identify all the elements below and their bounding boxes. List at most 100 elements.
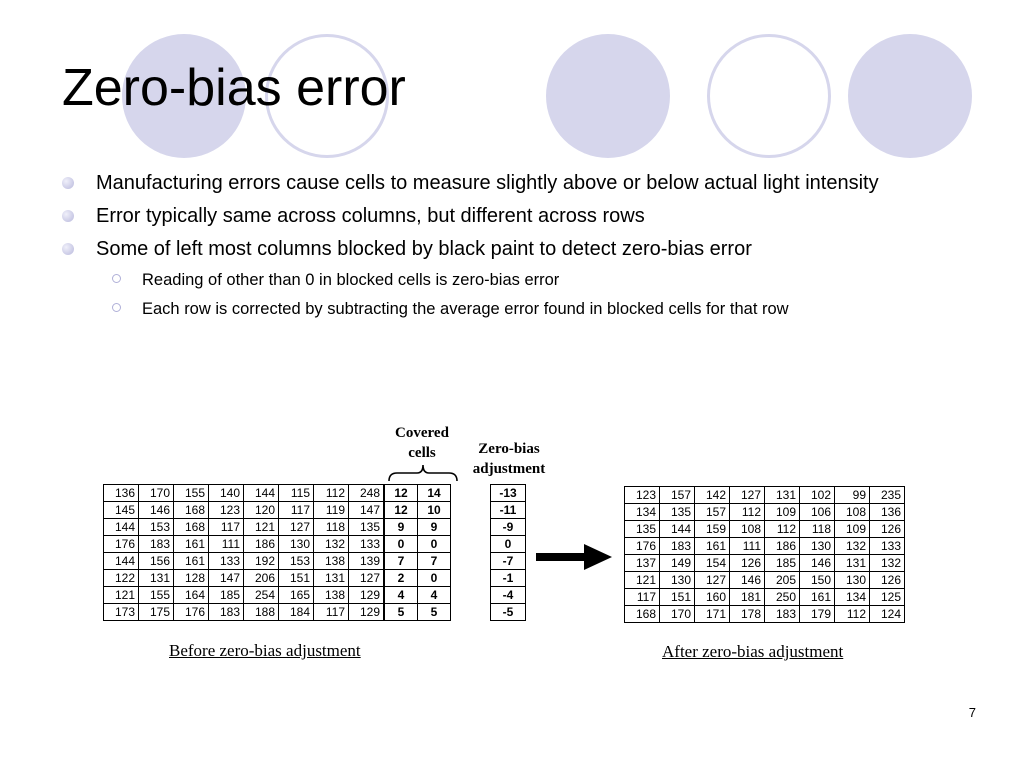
table-cell: 181 (729, 588, 765, 606)
table-cell: 131 (313, 569, 349, 587)
adjustment-cell: -1 (490, 569, 526, 587)
table-cell: 171 (694, 605, 730, 623)
bullet-dot-icon (62, 243, 74, 255)
table-cell: 154 (694, 554, 730, 572)
covered-cell: 0 (417, 569, 451, 587)
table-cell: 109 (834, 520, 870, 538)
table-cell: 173 (103, 603, 139, 621)
decor-circle-1 (122, 34, 246, 158)
bullet-dot-icon (62, 177, 74, 189)
table-cell: 117 (624, 588, 660, 606)
slide-title: Zero-bias error (62, 59, 406, 117)
table-cell: 115 (278, 484, 314, 502)
decor-circle-3 (546, 34, 670, 158)
table-cell: 122 (103, 569, 139, 587)
table-cell: 144 (243, 484, 279, 502)
table-cell: 149 (659, 554, 695, 572)
covered-cell: 14 (417, 484, 451, 502)
sub-bullet-text: Reading of other than 0 in blocked cells… (142, 271, 560, 289)
table-cell: 183 (138, 535, 174, 553)
table-cell: 108 (729, 520, 765, 538)
table-cell: 156 (138, 552, 174, 570)
table-cell: 205 (764, 571, 800, 589)
bullet-item: Manufacturing errors cause cells to meas… (60, 170, 960, 197)
table-cell: 123 (624, 486, 660, 504)
after-caption: After zero-bias adjustment (662, 642, 844, 661)
table-cell: 164 (173, 586, 209, 604)
table-cell: 161 (694, 537, 730, 555)
table-cell: 144 (659, 520, 695, 538)
table-cell: 124 (869, 605, 905, 623)
covered-cell: 10 (417, 501, 451, 519)
covered-cell: 5 (383, 603, 418, 621)
table-cell: 235 (869, 486, 905, 504)
table-cell: 157 (694, 503, 730, 521)
covered-cell: 9 (383, 518, 418, 536)
sub-bullet-item: Each row is corrected by subtracting the… (60, 298, 960, 320)
table-cell: 159 (694, 520, 730, 538)
right-arrow-icon (536, 544, 612, 570)
covered-label-line: Covered (395, 425, 449, 441)
table-cell: 106 (799, 503, 835, 521)
bullet-text: Error typically same across columns, but… (96, 205, 645, 227)
table-row: -13 (490, 484, 526, 502)
table-cell: 206 (243, 569, 279, 587)
table-cell: 123 (208, 501, 244, 519)
table-cell: 111 (729, 537, 765, 555)
table-cell: 161 (173, 552, 209, 570)
table-cell: 139 (348, 552, 385, 570)
table-cell: 136 (103, 484, 139, 502)
table-cell: 117 (208, 518, 244, 536)
table-row: -1 (490, 569, 526, 587)
table-cell: 176 (624, 537, 660, 555)
table-cell: 161 (799, 588, 835, 606)
table-cell: 112 (764, 520, 800, 538)
adjustment-cell: -9 (490, 518, 526, 536)
table-cell: 130 (799, 537, 835, 555)
table-cell: 183 (659, 537, 695, 555)
table-cell: 132 (313, 535, 349, 553)
table-cell: 126 (729, 554, 765, 572)
table-cell: 127 (694, 571, 730, 589)
sub-bullet-ring-icon (112, 274, 121, 283)
before-caption: Before zero-bias adjustment (169, 641, 361, 660)
table-cell: 142 (694, 486, 730, 504)
covered-cell: 12 (383, 501, 418, 519)
table-cell: 153 (278, 552, 314, 570)
adjustment-cell: 0 (490, 535, 526, 553)
zero-bias-adjustment-label: Zero-bias adjustment (463, 439, 555, 479)
bullet-item: Some of left most columns blocked by bla… (60, 236, 960, 263)
table-cell: 111 (208, 535, 244, 553)
table-cell: 133 (869, 537, 905, 555)
decor-circle-5 (848, 34, 972, 158)
table-cell: 192 (243, 552, 279, 570)
table-cell: 155 (138, 586, 174, 604)
table-cell: 161 (173, 535, 209, 553)
adjustment-cell: -4 (490, 586, 526, 604)
table-cell: 179 (799, 605, 835, 623)
table-cell: 170 (138, 484, 174, 502)
table-cell: 135 (348, 518, 385, 536)
table-cell: 147 (348, 501, 385, 519)
table-cell: 176 (173, 603, 209, 621)
table-cell: 185 (764, 554, 800, 572)
sub-bullet-ring-icon (112, 303, 121, 312)
table-cell: 129 (348, 586, 385, 604)
table-cell: 144 (103, 518, 139, 536)
table-cell: 157 (659, 486, 695, 504)
table-cell: 99 (834, 486, 870, 504)
table-cell: 138 (313, 552, 349, 570)
table-cell: 117 (278, 501, 314, 519)
table-cell: 150 (799, 571, 835, 589)
table-cell: 183 (764, 605, 800, 623)
table-cell: 108 (834, 503, 870, 521)
table-cell: 137 (624, 554, 660, 572)
bullet-text: Manufacturing errors cause cells to meas… (96, 172, 879, 194)
covered-cell: 7 (383, 552, 418, 570)
